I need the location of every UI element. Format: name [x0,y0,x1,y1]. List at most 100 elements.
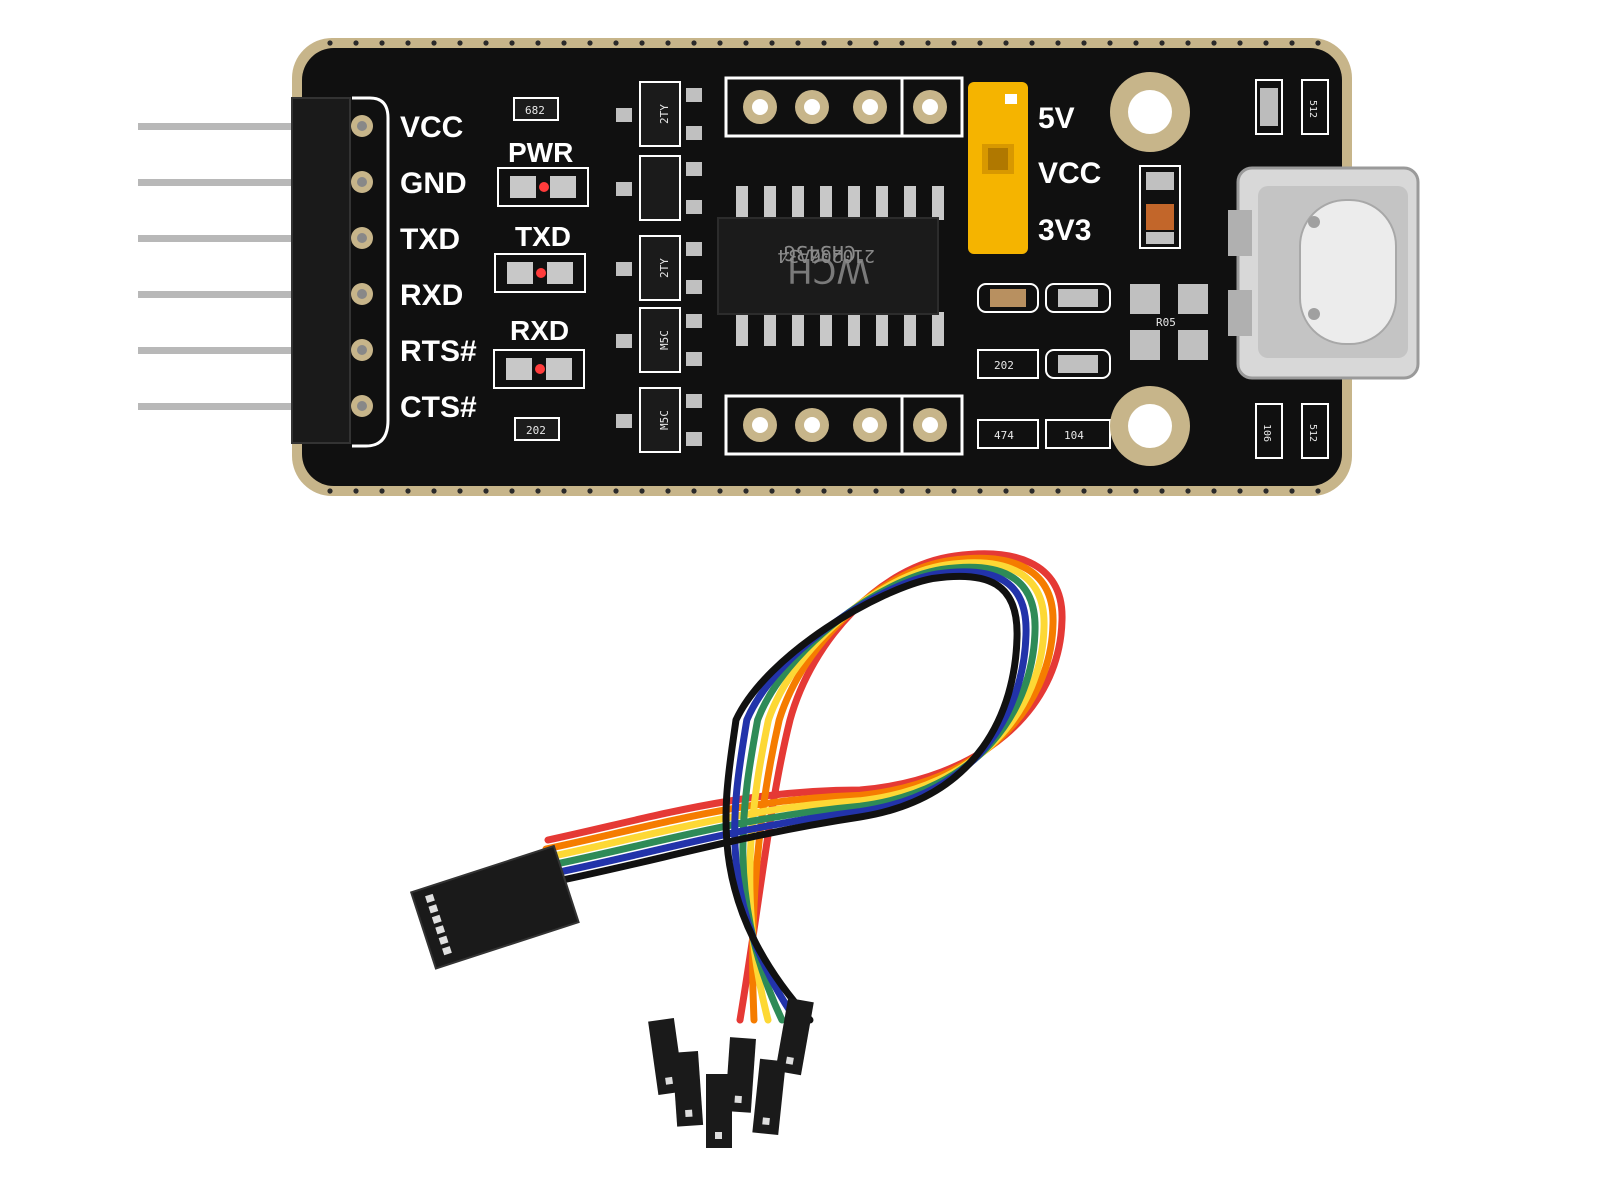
pin-pad-hole [357,401,367,411]
dupont-housing [672,1051,704,1127]
via [1081,40,1087,46]
via [977,488,983,494]
via [1055,488,1061,494]
housing-pin-hole [442,946,452,956]
chip-leg [792,186,804,220]
pin-label-outline [352,96,390,448]
pin-header-housing [291,97,351,444]
via [509,488,515,494]
pin-pad-hole [357,345,367,355]
caps-right: 512 106 512 [1255,79,1329,459]
via [1211,40,1217,46]
via [535,40,541,46]
transistor-lead [686,314,702,328]
via [899,40,905,46]
transistor-marking: 2TY [658,258,671,278]
marking-c-top-right: 512 [1307,100,1318,118]
via [691,488,697,494]
via [1289,40,1295,46]
via [691,40,697,46]
jumper-wire [536,568,1030,1024]
pin-pad-hole [357,177,367,187]
dupont-socket [734,1095,742,1104]
chip-lot: 210206A34 [777,245,875,266]
via [483,40,489,46]
marking-r05: R05 [1156,316,1176,329]
via [925,488,931,494]
dupont-socket [785,1056,794,1065]
mounting-hole-top [1110,72,1190,152]
via [1029,40,1035,46]
via [1133,488,1139,494]
via [1107,488,1113,494]
pin-pad-hole [357,121,367,131]
via [1081,488,1087,494]
via [899,488,905,494]
via [925,40,931,46]
housing-pin-hole [435,925,446,935]
jumper-label-5v: 5V [1038,102,1075,135]
via [665,488,671,494]
jumper-wire [542,554,1057,1024]
transistor-lead [686,394,702,408]
via [613,488,619,494]
jumper-wire [534,572,1021,1024]
chip-leg [792,312,804,346]
dupont-housing [752,1058,786,1136]
chip-leg [904,186,916,220]
transistor [639,235,681,301]
through-hole-center [804,417,820,433]
via [717,40,723,46]
chip-leg [736,312,748,346]
via [457,488,463,494]
via [379,488,385,494]
chip-leg [820,186,832,220]
via [1185,40,1191,46]
marking-c-bottom-right-b: 512 [1307,424,1318,442]
usb-c-connector [1228,166,1420,380]
transistor-lead [616,414,632,428]
via [1159,40,1165,46]
transistor-lead [686,200,702,214]
via [847,488,853,494]
pin-label: RXD [400,279,463,312]
through-hole-center [922,99,938,115]
via [1159,488,1165,494]
transistor-lead [616,182,632,196]
via [1133,40,1139,46]
through-hole-center [862,417,878,433]
chip-leg [876,312,888,346]
via [795,40,801,46]
via [1055,40,1061,46]
pin-label: RTS# [400,335,477,368]
via [561,40,567,46]
through-holes [724,76,964,456]
capacitors-middle: 202 474 104 [977,283,1111,449]
transistor-lead [686,242,702,256]
transistor-lead [686,280,702,294]
chip-model: CH343G [784,241,856,265]
dupont-housing [775,997,814,1076]
dupont-ends [648,997,814,1148]
via [431,40,437,46]
chip-leg [876,186,888,220]
header-pin [138,235,298,242]
via [1315,40,1321,46]
dupont-socket [665,1076,674,1085]
jumper-wire [540,559,1048,1024]
transistor [639,307,681,373]
chip-leg [848,312,860,346]
housing-pin-hole [431,914,442,924]
via [717,488,723,494]
via [1263,40,1269,46]
via [1107,40,1113,46]
via [665,40,671,46]
led-label-rxd: RXD [510,315,569,346]
via [821,488,827,494]
transistor [639,387,681,453]
led-pwr: PWR [497,137,589,207]
through-hole-center [862,99,878,115]
led-label-txd: TXD [515,221,571,252]
transistor-lead [686,352,702,366]
ch343g-chip: WCH CH343G 210206A34 [717,186,944,346]
